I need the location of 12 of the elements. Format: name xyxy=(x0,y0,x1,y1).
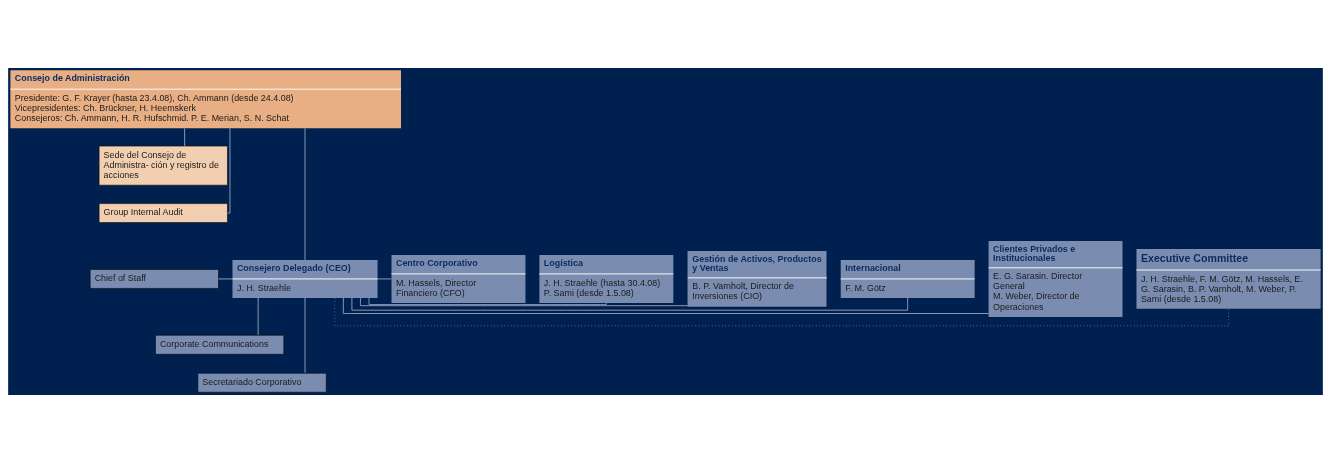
connector xyxy=(343,297,989,314)
connector xyxy=(377,278,392,279)
connector xyxy=(257,297,259,335)
connector xyxy=(304,297,306,373)
connector xyxy=(334,297,1229,326)
connector xyxy=(351,297,908,310)
connector xyxy=(184,127,185,146)
connector xyxy=(218,278,233,279)
connector xyxy=(360,297,688,306)
connector xyxy=(368,297,607,305)
connector xyxy=(227,127,231,213)
connector xyxy=(304,127,306,260)
